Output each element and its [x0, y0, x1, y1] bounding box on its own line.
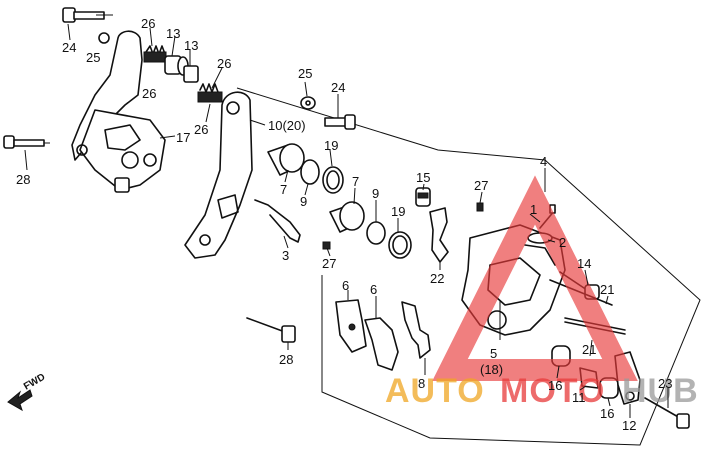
washer-25-center — [300, 96, 316, 110]
callout-16-left: 16 — [548, 378, 562, 393]
callout-26-left: 26 — [142, 86, 156, 101]
seal-9-upper — [300, 159, 320, 185]
callout-12: 12 — [622, 418, 636, 433]
watermark-text-moto: MOTO — [500, 372, 605, 410]
callout-13-lower: 13 — [184, 38, 198, 53]
callout-8: 8 — [418, 376, 425, 391]
pin-bolt-13-lower — [183, 52, 199, 83]
fwd-label: FWD — [22, 372, 47, 393]
callout-7-upper: 7 — [280, 182, 287, 197]
spring-26-lower — [197, 83, 223, 103]
callout-21-lower: 21 — [582, 342, 596, 357]
callout-25-top: 25 — [86, 50, 100, 65]
brake-pad-6-right — [364, 317, 399, 371]
seal-19-lower — [388, 231, 412, 259]
callout-6-right: 6 — [370, 282, 377, 297]
watermark-text-hub: HUB — [622, 372, 699, 410]
piston-7-lower — [329, 201, 365, 233]
bleeder-cap-15 — [415, 187, 431, 207]
callout-9-lower: 9 — [372, 186, 379, 201]
callout-4: 4 — [540, 154, 547, 169]
spring-26-upper — [143, 45, 167, 63]
callout-3: 3 — [282, 248, 289, 263]
callout-14: 14 — [577, 256, 591, 271]
callout-7-lower: 7 — [352, 174, 359, 189]
callout-17: 17 — [176, 130, 190, 145]
bolt-23 — [644, 397, 690, 429]
callout-labels: 24 25 26 13 13 26 26 26 17 28 25 24 10(2… — [16, 16, 672, 433]
callout-13-upper: 13 — [166, 26, 180, 41]
callout-1: 1 — [530, 202, 537, 217]
callout-28-left: 28 — [16, 172, 30, 187]
pad-spring-8 — [401, 301, 431, 359]
watermark-text-auto: AUTO — [385, 372, 485, 410]
callout-10-20: 10(20) — [268, 118, 306, 133]
caliper-bracket-17 — [71, 30, 176, 193]
caliper-body-10 — [184, 91, 266, 259]
brake-pad-6-left — [335, 299, 367, 353]
leader-lines — [24, 23, 669, 418]
callout-19-lower: 19 — [391, 204, 405, 219]
bolt-24-top — [62, 7, 113, 23]
callout-22: 22 — [430, 271, 444, 286]
callout-24-center: 24 — [331, 80, 345, 95]
washer-25-top — [98, 32, 110, 44]
seal-9-lower — [366, 221, 386, 245]
callout-27-upper: 27 — [474, 178, 488, 193]
bleeder-27-lower — [322, 241, 331, 250]
callout-5: 5 — [490, 346, 497, 361]
bolt-28-bottom — [246, 317, 296, 343]
seal-19-upper — [322, 166, 344, 194]
callout-6-left: 6 — [342, 278, 349, 293]
callout-24-top: 24 — [62, 40, 76, 55]
spring-clip-3 — [254, 199, 301, 243]
watermark-logo — [432, 175, 638, 381]
callout-16-right: 16 — [600, 406, 614, 421]
watermark-text: AUTO MOTO HUB — [385, 372, 699, 410]
callout-26-bottom: 26 — [194, 122, 208, 137]
assembly-boundary — [236, 87, 701, 446]
callout-18: (18) — [480, 362, 503, 377]
bleeder-27-upper — [476, 202, 484, 212]
retainer-22 — [429, 207, 449, 263]
callout-23: 23 — [658, 376, 672, 391]
callout-26-right: 26 — [217, 56, 231, 71]
callout-11: 11 — [572, 390, 586, 405]
callout-27-lower: 27 — [322, 256, 336, 271]
callout-2: 2 — [559, 235, 566, 250]
callout-28-bottom: 28 — [279, 352, 293, 367]
callout-15: 15 — [416, 170, 430, 185]
fwd-arrow: FWD — [7, 372, 47, 412]
bolt-28-left — [3, 135, 50, 149]
callout-21-upper: 21 — [600, 282, 614, 297]
callout-19-upper: 19 — [324, 138, 338, 153]
bolt-24-center — [324, 114, 356, 130]
callout-25-center: 25 — [298, 66, 312, 81]
callout-26-top: 26 — [141, 16, 155, 31]
callout-9-upper: 9 — [300, 194, 307, 209]
piston-7-upper — [267, 143, 305, 176]
